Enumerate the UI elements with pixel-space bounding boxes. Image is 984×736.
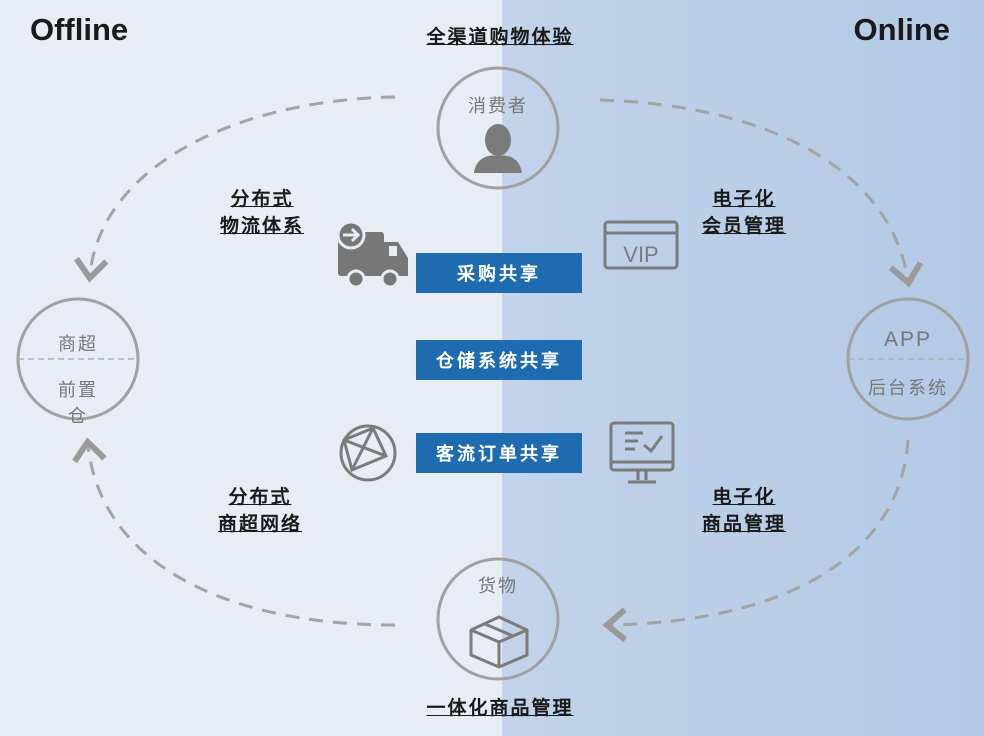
top-label: 全渠道购物体验 [426, 26, 574, 48]
store-label: 商超 [58, 334, 98, 355]
truck-icon [336, 220, 408, 289]
backend-label: 后台系统 [868, 378, 948, 399]
goods-circle [436, 557, 560, 681]
vip-card-icon [603, 220, 679, 270]
vip-text: VIP [623, 242, 658, 267]
offline-title: Offline [30, 12, 129, 47]
product-label: 电子化 商品管理 [701, 486, 786, 535]
person-icon [474, 124, 522, 173]
monitor-check-icon [609, 421, 675, 484]
arc-top-left [74, 95, 396, 283]
box-icon [469, 615, 529, 669]
network-label: 分布式 商超网络 [217, 486, 302, 535]
membership-label: 电子化 会员管理 [701, 188, 786, 237]
globe-icon [339, 424, 397, 482]
app-label: APP [883, 328, 933, 351]
online-title: Online [853, 12, 950, 47]
share-box-warehouse: 仓储系统共享 [416, 340, 582, 380]
goods-label: 货物 [478, 576, 518, 597]
share-box-procurement: 采购共享 [416, 253, 582, 293]
arc-top-right [599, 98, 923, 288]
arc-bottom-right [602, 439, 910, 643]
arc-bottom-left [72, 437, 396, 627]
consumer-circle [436, 66, 560, 190]
front-warehouse-label: 前置 [58, 380, 98, 401]
logistics-label: 分布式 物流体系 [219, 188, 304, 237]
bottom-label: 一体化商品管理 [426, 697, 574, 719]
consumer-label: 消费者 [468, 96, 528, 117]
warehouse-label: 仓 [68, 406, 88, 427]
share-box-orders: 客流订单共享 [416, 433, 582, 473]
